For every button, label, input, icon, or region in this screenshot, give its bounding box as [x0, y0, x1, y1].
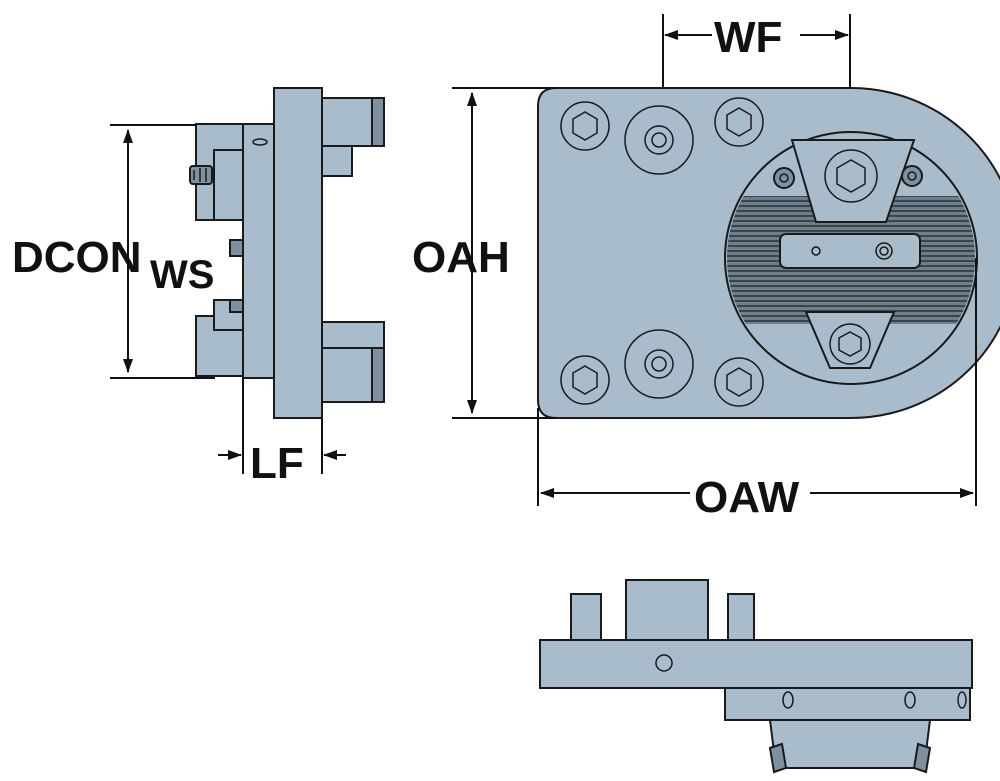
top-lower-body: [724, 687, 971, 721]
front-upper-clamp: [790, 139, 916, 223]
counterbore-bottom-icon: [624, 329, 694, 399]
oah-label: OAH: [412, 233, 510, 282]
lf-dimension: [218, 378, 346, 474]
side-boss-bottom-neck: [321, 321, 385, 349]
top-view: [539, 579, 973, 774]
side-boss-top-cap: [371, 97, 385, 147]
oaw-label: OAW: [694, 473, 800, 522]
side-key: [229, 239, 244, 257]
top-boss-right: [727, 593, 755, 643]
top-screw-left-icon: [768, 742, 788, 774]
side-screw-icon: [189, 165, 213, 185]
side-clamp-top-inner: [213, 149, 245, 221]
side-plate: [273, 87, 323, 419]
disc-screw-right-icon: [901, 165, 923, 187]
counterbore-top-icon: [624, 105, 694, 175]
oaw-dimension: [537, 258, 977, 506]
hex-screw-top-left-icon: [560, 101, 610, 151]
side-body: [242, 123, 276, 379]
top-plate: [539, 639, 973, 689]
disc-screw-left-icon: [773, 167, 795, 189]
side-hole-icon: [252, 138, 268, 146]
top-screw-right-icon: [912, 742, 932, 774]
side-boss-top-neck: [321, 145, 353, 177]
lf-label: LF: [250, 439, 304, 488]
side-view: [189, 87, 385, 419]
top-boss-center: [625, 579, 709, 643]
front-lower-clamp: [804, 311, 896, 369]
side-boss-bottom-cap: [371, 345, 385, 403]
side-key-lower: [229, 299, 244, 313]
front-slot-bar: [779, 233, 921, 269]
wf-label: WF: [714, 13, 782, 62]
wf-dimension: [662, 14, 851, 88]
top-boss-left: [570, 593, 602, 643]
top-disc-edge: [768, 719, 932, 769]
hex-screw-bottom-right-icon: [714, 357, 764, 407]
upper-hex-screw-icon: [836, 159, 866, 193]
hex-screw-top-right-icon: [714, 97, 764, 147]
hex-screw-bottom-left-icon: [560, 355, 610, 405]
front-view: [537, 87, 1000, 419]
ws-label: WS: [150, 253, 214, 297]
lower-hex-screw-icon: [838, 331, 862, 357]
dcon-label: DCON: [12, 233, 142, 282]
dcon-dimension: [110, 124, 215, 379]
top-plate-hole-icon: [655, 654, 673, 672]
